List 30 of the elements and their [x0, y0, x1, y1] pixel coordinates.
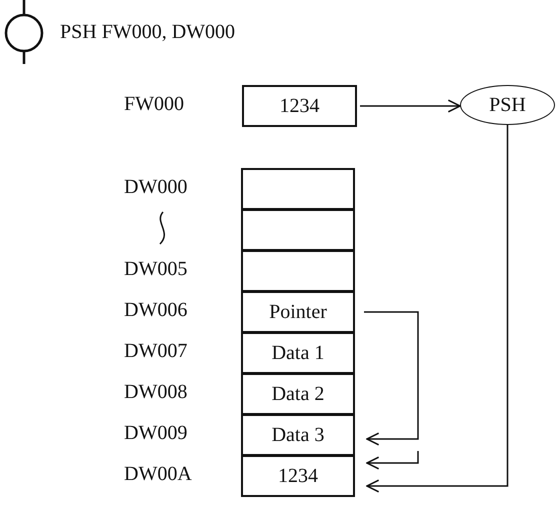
register-address: DW005 [124, 258, 188, 281]
cell-value: Pointer [269, 300, 327, 324]
memory-cell [241, 250, 355, 292]
register-address: DW007 [124, 340, 188, 363]
operation-ellipse [460, 85, 555, 125]
memory-cell [241, 209, 355, 251]
cell-value: 1234 [280, 94, 320, 118]
cell-value: 1234 [278, 464, 318, 488]
cell-value: Data 1 [272, 342, 324, 364]
memory-cell [241, 455, 355, 497]
memory-cell [241, 291, 355, 333]
instruction-text: PSH FW000, DW000 [60, 21, 236, 44]
memory-cell [241, 373, 355, 415]
arrow [366, 451, 419, 470]
memory-cell [241, 414, 355, 456]
memory-cell [241, 332, 355, 374]
register-address: DW009 [124, 422, 188, 445]
arrow [364, 311, 419, 446]
register-address: DW008 [124, 381, 188, 404]
cell-value: Data 2 [272, 382, 324, 406]
arrow [366, 125, 508, 493]
cell-value: Data 3 [272, 424, 324, 446]
memory-cell [241, 168, 355, 210]
register-address: DW006 [124, 299, 188, 322]
register-address: DW00A [124, 463, 192, 486]
arrow [360, 99, 461, 113]
operation-label: PSH [489, 94, 526, 116]
memory-cell [242, 85, 357, 127]
register-address: DW000 [124, 176, 188, 199]
register-address: FW000 [124, 93, 184, 116]
